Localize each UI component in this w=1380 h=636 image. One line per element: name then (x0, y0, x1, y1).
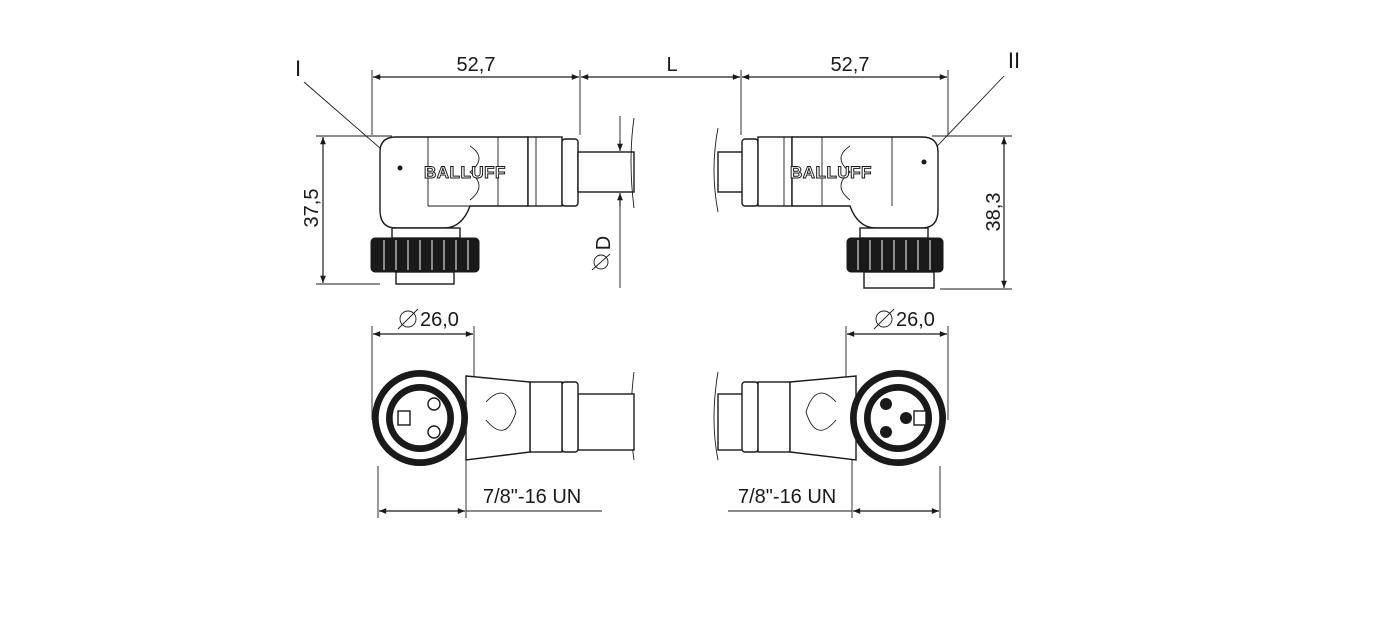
right-connector-front-view (713, 326, 949, 518)
dim-right-length: 52,7 (831, 54, 870, 76)
left-connector-side-view (316, 117, 635, 285)
dim-left-thread: 7/8"-16 UN (483, 486, 581, 508)
label-end-ii: II (1008, 48, 1020, 73)
dim-cable-diameter: D (593, 236, 615, 250)
diameter-symbol-right (875, 310, 893, 328)
cable-diameter-dimension (591, 116, 623, 288)
dim-cable-length: L (666, 54, 677, 76)
label-end-i: I (295, 56, 301, 81)
right-balluff-logo: BALLUFF (790, 163, 872, 182)
diameter-symbol-left (399, 310, 417, 328)
dim-left-length: 52,7 (457, 54, 496, 76)
dim-right-thread: 7/8"-16 UN (738, 486, 836, 508)
left-balluff-logo: BALLUFF (424, 163, 506, 182)
dim-left-height: 37,5 (301, 189, 323, 228)
dim-right-diameter: 26,0 (896, 309, 935, 331)
right-connector-side-view (713, 127, 1012, 290)
dim-left-diameter: 26,0 (420, 309, 459, 331)
diameter-slash-left (397, 308, 419, 330)
diameter-slash-right (873, 308, 895, 330)
left-connector-front-view (371, 326, 635, 518)
dim-right-height: 38,3 (983, 193, 1005, 232)
top-dimension-lines (371, 70, 949, 135)
